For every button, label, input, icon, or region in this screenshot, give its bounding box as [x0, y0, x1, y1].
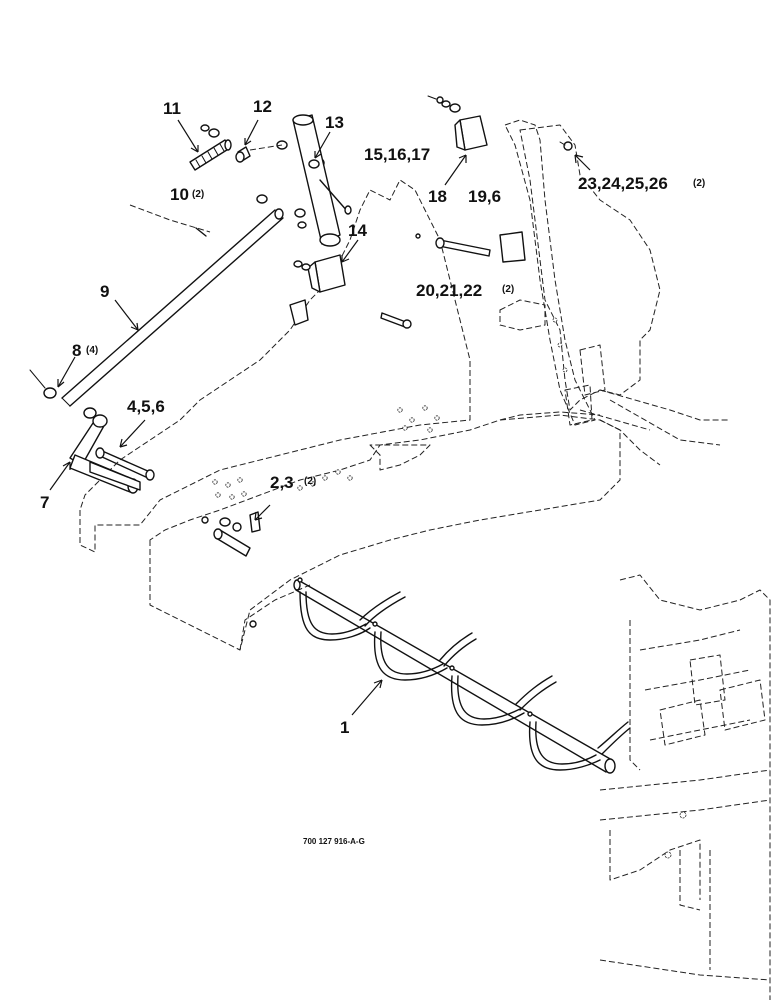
- callout-8-qty: (4): [86, 345, 98, 356]
- callout-7: 7: [40, 493, 49, 512]
- callout-2-3-qty: (2): [304, 476, 316, 487]
- callout-23-24-25-26: 23,24,25,26: [578, 174, 668, 193]
- bushing-part-12: [235, 146, 251, 163]
- bolt-part-4-5-6: [95, 447, 155, 481]
- link-part-13: [292, 114, 341, 247]
- bolt-part-20-21-22: [380, 312, 412, 329]
- callout-10: 10: [170, 185, 189, 204]
- upright-channel: [499, 119, 606, 426]
- right-panel-outline: [499, 124, 730, 446]
- right-structure-outline: [599, 574, 771, 1000]
- header-holes: [212, 317, 568, 500]
- callout-14: 14: [348, 221, 367, 240]
- pin-part-10: [129, 204, 211, 237]
- callout-labels: 1 2,3 (2) 4,5,6 7 8 (4) 9 10 (2) 11 12 1…: [40, 97, 705, 846]
- header-frame-outline: [79, 179, 661, 651]
- rod-part-9: [61, 208, 284, 407]
- callout-8: 8: [72, 341, 81, 360]
- callout-19-6: 19,6: [468, 187, 501, 206]
- tines: [299, 591, 631, 771]
- callout-12: 12: [253, 97, 272, 116]
- callout-13: 13: [325, 113, 344, 132]
- callout-15-16-17: 15,16,17: [364, 145, 430, 164]
- callout-20-21-22-qty: (2): [502, 284, 514, 295]
- washer-part-8: [29, 194, 306, 419]
- hole-marker: [679, 811, 687, 819]
- callout-4-5-6: 4,5,6: [127, 397, 165, 416]
- hole-marker: [664, 851, 672, 859]
- callout-9: 9: [100, 282, 109, 301]
- bolt-part-23-24-25-26: [559, 141, 573, 151]
- bolt-part-19-6: [415, 233, 491, 257]
- callout-23-24-25-26-qty: (2): [693, 178, 705, 189]
- bracket-part-14: [289, 254, 346, 326]
- leader-lines: [49, 119, 591, 716]
- callout-1: 1: [340, 718, 349, 737]
- callout-10-qty: (2): [192, 189, 204, 200]
- crank-arm-part-7: [69, 414, 141, 494]
- spring-part-11: [189, 139, 232, 171]
- callout-11: 11: [163, 99, 181, 118]
- bolt-part-15-16-17: [297, 179, 352, 229]
- callout-2-3: 2,3: [270, 473, 294, 492]
- tine-bar-part-1: [293, 577, 616, 774]
- callout-18: 18: [428, 187, 447, 206]
- figure-code: 700 127 916-A-G: [303, 837, 365, 846]
- callout-20-21-22: 20,21,22: [416, 281, 482, 300]
- bracket-part-18: [427, 95, 488, 151]
- bolt-part-2-3: [201, 511, 261, 628]
